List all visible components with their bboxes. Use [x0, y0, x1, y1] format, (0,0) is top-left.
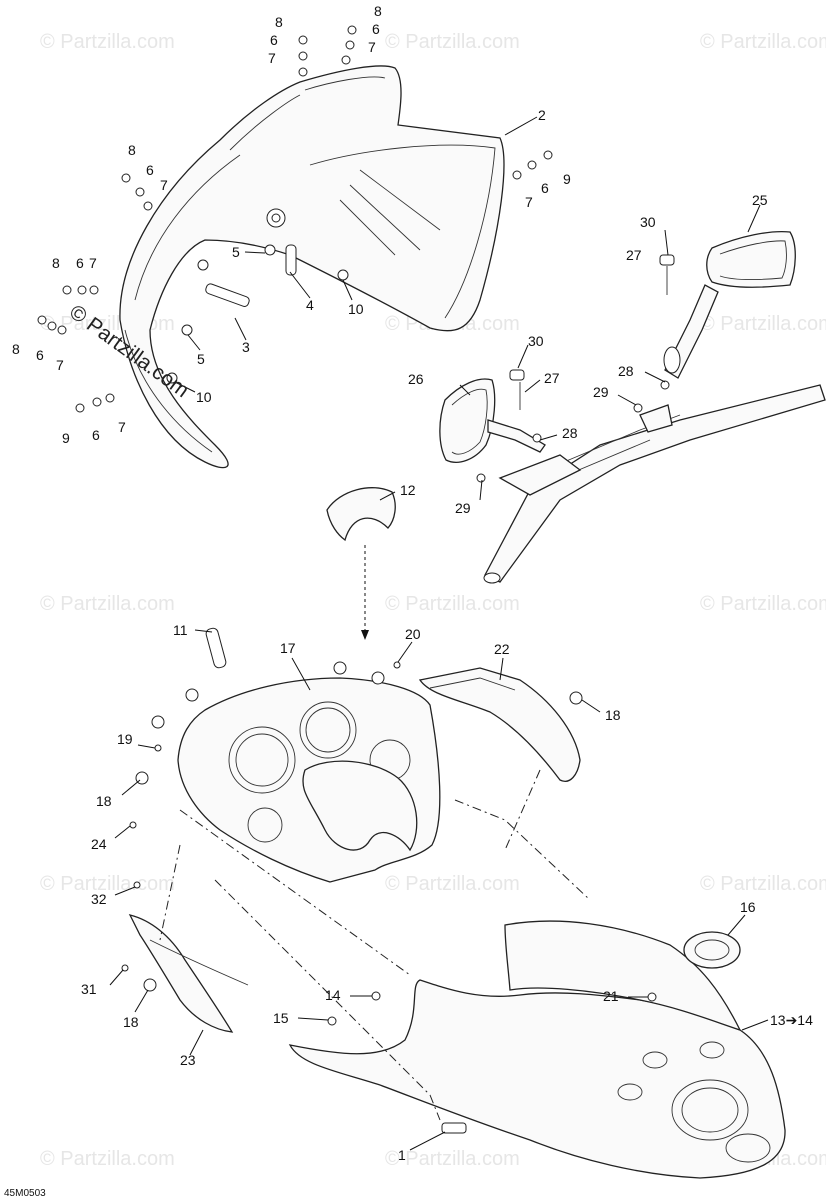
watermark: © Partzilla.com	[40, 31, 175, 53]
watermark: © Partzilla.com	[40, 1148, 175, 1170]
callout-21: 21	[603, 988, 619, 1004]
callout-labels: 8 6 7 8 6 7 2 8 6 7 9 6 7 25 30 5 27 8 6…	[12, 3, 813, 1163]
watermark: © Partzilla.com	[385, 1148, 520, 1170]
callout-31: 31	[81, 981, 97, 997]
callout-29: 29	[593, 384, 609, 400]
callout-8: 8	[128, 142, 136, 158]
watermark: © Partzilla.com	[385, 593, 520, 615]
upper-fairing	[119, 65, 505, 469]
callout-6: 6	[541, 180, 549, 196]
callout-6: 6	[76, 255, 84, 271]
callout-8: 8	[12, 341, 20, 357]
connection-lines	[159, 769, 591, 1121]
callout-20: 20	[405, 626, 421, 642]
callout-16: 16	[740, 899, 756, 915]
callout-6: 6	[270, 32, 278, 48]
callout-7: 7	[268, 50, 276, 66]
hardware	[37, 25, 675, 1134]
callout-10: 10	[348, 301, 364, 317]
callout-12: 12	[400, 482, 416, 498]
callout-15: 15	[273, 1010, 289, 1026]
callout-7: 7	[89, 255, 97, 271]
callout-18: 18	[605, 707, 621, 723]
watermark: © Partzilla.com	[700, 873, 826, 895]
watermark: © Partzilla.com	[40, 873, 175, 895]
diagram-code: 45M0503	[4, 1188, 46, 1199]
callout-29: 29	[455, 500, 471, 516]
callout-8: 8	[52, 255, 60, 271]
callout-30: 30	[640, 214, 656, 230]
callout-27: 27	[626, 247, 642, 263]
cover-12	[326, 487, 396, 542]
callout-27: 27	[544, 370, 560, 386]
watermark: © Partzilla.com	[385, 873, 520, 895]
callout-5: 5	[197, 351, 205, 367]
callout-2: 2	[538, 107, 546, 123]
callout-23: 23	[180, 1052, 196, 1068]
callout-3: 3	[242, 339, 250, 355]
callout-7: 7	[56, 357, 64, 373]
callout-14: 14	[325, 987, 341, 1003]
callout-10: 10	[196, 389, 212, 405]
side-panel-23	[128, 914, 249, 1033]
watermark: © Partzilla.com	[700, 593, 826, 615]
leader-lines	[109, 116, 769, 1151]
callout-6: 6	[92, 427, 100, 443]
callout-18: 18	[96, 793, 112, 809]
callout-28: 28	[562, 425, 578, 441]
callout-18: 18	[123, 1014, 139, 1030]
callout-32: 32	[91, 891, 107, 907]
watermark: © Partzilla.com	[40, 593, 175, 615]
callout-8: 8	[374, 3, 382, 19]
callout-7: 7	[525, 194, 533, 210]
lower-console	[288, 920, 786, 1179]
callout-7: 7	[160, 177, 168, 193]
watermark: © Partzilla.com	[385, 31, 520, 53]
callout-7: 7	[118, 419, 126, 435]
callout-24: 24	[91, 836, 107, 852]
callout-9: 9	[62, 430, 70, 446]
watermark: © Partzilla.com	[700, 313, 826, 335]
callout-4: 4	[306, 297, 314, 313]
callout-8: 8	[275, 14, 283, 30]
callout-25: 25	[752, 192, 768, 208]
callout-19: 19	[117, 731, 133, 747]
instrument-panel	[177, 677, 441, 883]
callout-11: 11	[173, 622, 188, 638]
watermark: © Partzilla.com	[700, 31, 826, 53]
callout-6: 6	[372, 21, 380, 37]
callout-9: 9	[563, 171, 571, 187]
callout-17: 17	[280, 640, 296, 656]
grommet-16	[683, 931, 741, 969]
callout-22: 22	[494, 641, 510, 657]
callout-5: 5	[232, 244, 240, 260]
side-panel-22	[418, 667, 581, 782]
callout-6: 6	[36, 347, 44, 363]
mirror-left	[439, 378, 546, 463]
callout-7: 7	[368, 39, 376, 55]
handlebar	[483, 384, 826, 584]
callout-1: 1	[398, 1147, 406, 1163]
callout-26: 26	[408, 371, 424, 387]
callout-30: 30	[528, 333, 544, 349]
mirror-right	[663, 230, 796, 379]
callout-13-14: 13➔14	[770, 1012, 813, 1028]
callout-28: 28	[618, 363, 634, 379]
callout-6: 6	[146, 162, 154, 178]
